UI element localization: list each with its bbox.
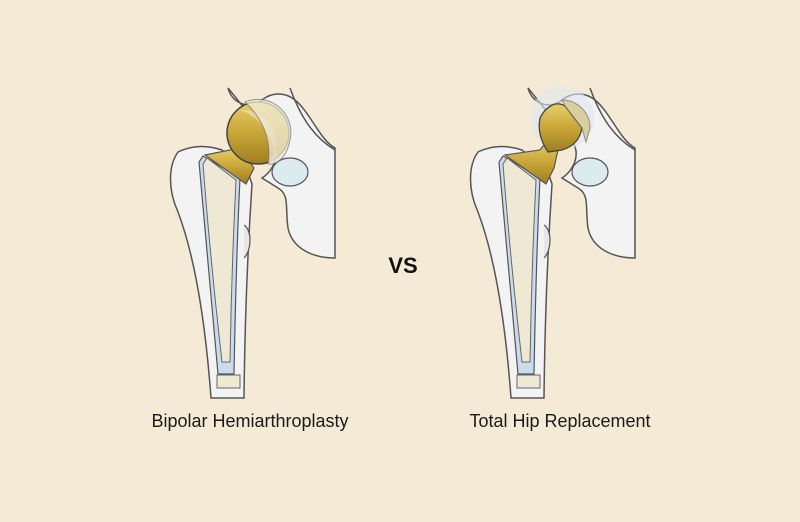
vs-label: VS bbox=[388, 253, 418, 278]
right-illustration bbox=[469, 86, 636, 399]
left-label: Bipolar Hemiarthroplasty bbox=[151, 411, 349, 431]
right-label: Total Hip Replacement bbox=[469, 411, 651, 431]
prosthetic-head bbox=[538, 103, 583, 153]
acetabular-cup bbox=[561, 99, 591, 144]
left-illustration bbox=[169, 87, 336, 399]
